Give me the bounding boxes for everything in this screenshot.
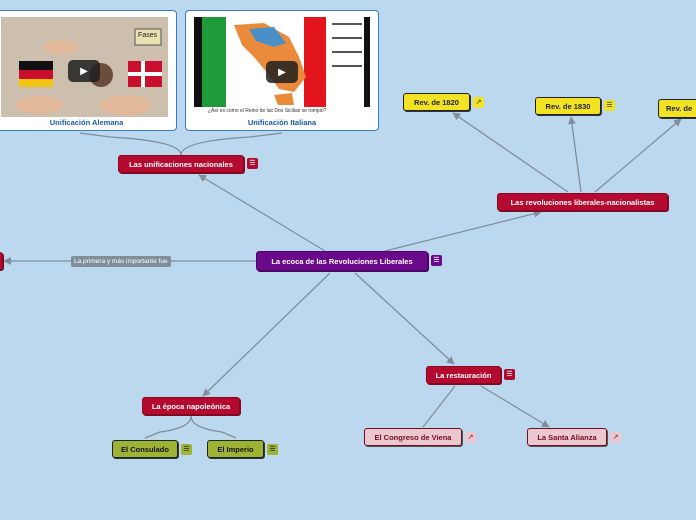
subtopic-label: El Imperio: [217, 444, 254, 454]
subtopic-consulado[interactable]: El Consulado: [112, 440, 178, 458]
topic-revoluciones[interactable]: Las revoluciones liberales-nacionalistas: [497, 193, 668, 211]
subtopic-label: Rev. de 1820: [414, 97, 459, 107]
topic-label: La restauración: [435, 370, 492, 380]
external-link-icon[interactable]: ↗: [473, 97, 484, 108]
subtopic-santa-alianza[interactable]: La Santa Alianza: [527, 428, 607, 446]
topic-label: Las unificaciones nacionales: [129, 159, 233, 169]
offscreen-topic[interactable]: [0, 252, 3, 270]
video-card-alemania[interactable]: Fases ▶ Unificación Alemana: [0, 10, 177, 131]
video-card-italia[interactable]: ¿Así es como el Reino de las Dos Sicilia…: [185, 10, 379, 131]
relationship-label[interactable]: La primera y más importante fue: [71, 256, 171, 267]
topic-epoca-napoleonica[interactable]: La época napoleónica: [142, 397, 240, 415]
subtopic-imperio[interactable]: El Imperio: [207, 440, 264, 458]
subtopic-rev-1820[interactable]: Rev. de 1820: [403, 93, 470, 111]
notes-icon[interactable]: ☰: [181, 444, 192, 455]
subtopic-congreso-viena[interactable]: El Congreso de Viena: [364, 428, 462, 446]
subtopic-label: El Congreso de Viena: [374, 432, 452, 442]
central-topic[interactable]: La ecoca de las Revoluciones Liberales: [256, 251, 428, 271]
video-thumbnail-italia[interactable]: ¿Así es como el Reino de las Dos Sicilia…: [194, 17, 372, 117]
topic-label: Las revoluciones liberales-nacionalistas: [510, 197, 655, 207]
topic-restauracion[interactable]: La restauración: [426, 366, 501, 384]
video-label-alemania: Unificación Alemana: [49, 118, 124, 127]
notes-icon[interactable]: ☰: [504, 369, 515, 380]
subtopic-label: Rev. de 1830: [545, 101, 591, 111]
external-link-icon[interactable]: ↗: [610, 432, 621, 443]
central-topic-label: La ecoca de las Revoluciones Liberales: [271, 256, 413, 266]
subtopic-label: La Santa Alianza: [537, 432, 597, 442]
subtopic-rev-1848[interactable]: Rev. de: [658, 99, 696, 118]
notes-icon[interactable]: ☰: [247, 158, 258, 169]
video-caption: ¿Así es como el Reino de las Dos Sicilia…: [208, 108, 327, 114]
subtopic-rev-1830[interactable]: Rev. de 1830: [535, 97, 601, 115]
notes-icon[interactable]: ☰: [431, 255, 442, 266]
topic-label: La época napoleónica: [151, 401, 231, 411]
video-label-italia: Unificación Italiana: [247, 118, 317, 127]
topic-unificaciones[interactable]: Las unificaciones nacionales: [118, 155, 244, 173]
subtopic-label: El Consulado: [121, 444, 169, 454]
sticky-note-label: Fases: [138, 32, 158, 39]
subtopic-label: Rev. de: [666, 104, 693, 113]
notes-icon[interactable]: ☰: [604, 100, 615, 111]
video-thumbnail-alemania[interactable]: Fases ▶: [1, 17, 168, 117]
external-link-icon[interactable]: ↗: [465, 432, 476, 443]
notes-icon[interactable]: ☰: [267, 444, 278, 455]
play-icon[interactable]: ▶: [266, 61, 298, 83]
play-icon[interactable]: ▶: [68, 60, 100, 82]
